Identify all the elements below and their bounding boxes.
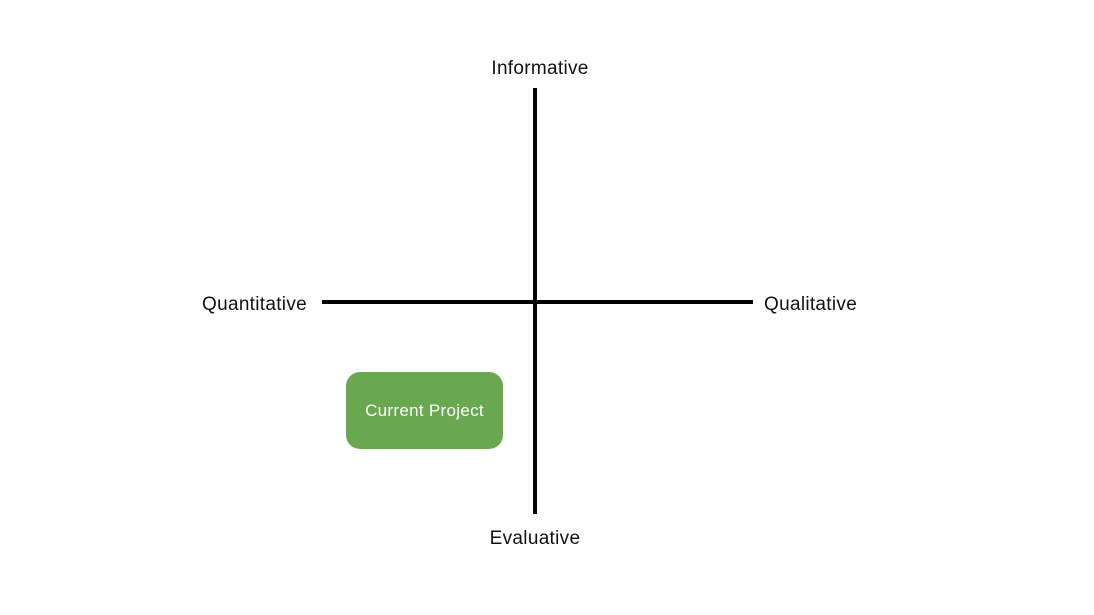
axis-label-evaluative: Evaluative (489, 528, 581, 549)
current-project-label: Current Project (365, 400, 484, 420)
axis-label-quantitative: Quantitative (202, 294, 307, 315)
horizontal-axis-line (322, 300, 753, 304)
axis-label-qualitative: Qualitative (764, 294, 858, 315)
axis-label-informative: Informative (491, 58, 589, 79)
current-project-node[interactable]: Current Project (346, 372, 503, 449)
